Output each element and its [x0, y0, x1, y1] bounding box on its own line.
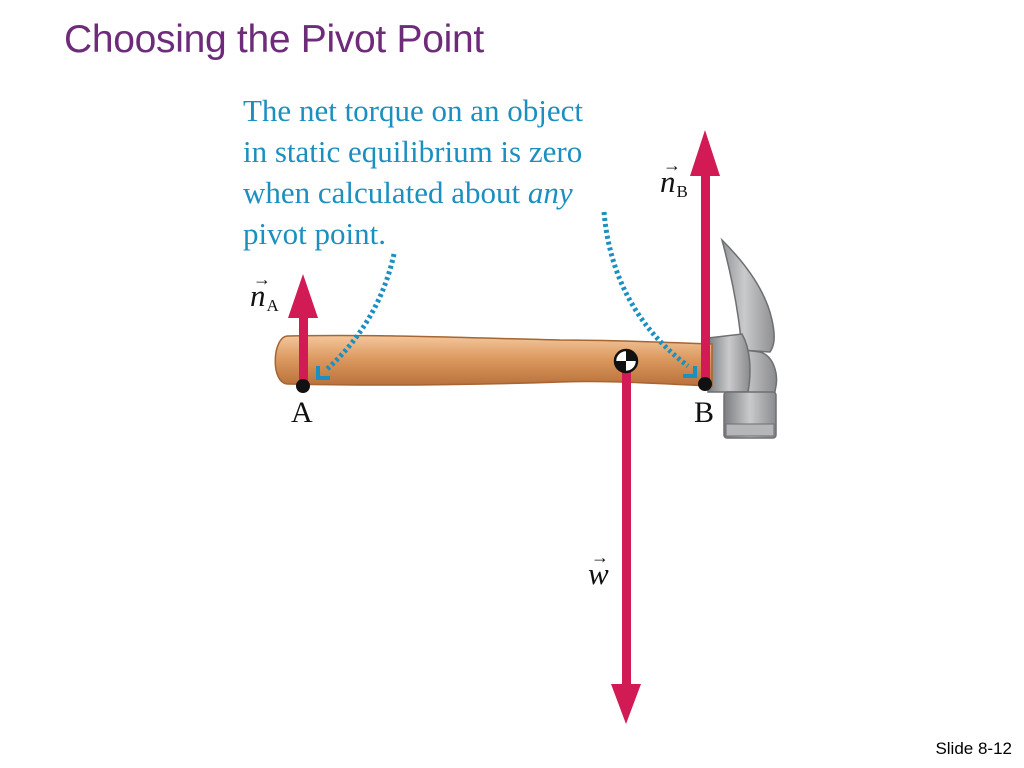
caption-line-3-text: when calculated about	[243, 175, 528, 210]
caption-line-1: The net torque on an object	[243, 93, 584, 128]
label-nB-symbol: n	[660, 164, 676, 199]
pivot-point-A	[296, 379, 310, 393]
pointer-to-A	[316, 253, 397, 380]
force-arrow-nB	[690, 130, 720, 384]
label-point-A: A	[291, 396, 313, 429]
caption-line-4: pivot point.	[243, 216, 386, 251]
caption-text: The net torque on an object in static eq…	[243, 90, 673, 254]
vector-arrow-icon: →	[591, 547, 609, 567]
hammer-handle	[274, 334, 713, 387]
label-nA-symbol: n	[250, 278, 266, 313]
caption-emphasis: any	[527, 175, 573, 210]
force-arrow-nA	[288, 274, 318, 384]
label-nB-subscript: B	[676, 182, 688, 201]
pivot-point-B	[698, 377, 712, 391]
pointer-to-B	[601, 211, 697, 378]
slide-title: Choosing the Pivot Point	[64, 18, 484, 61]
hammer-face-rim	[725, 423, 775, 437]
label-nA-subscript: A	[266, 296, 279, 315]
hammer-head	[707, 237, 778, 439]
label-point-B: B	[694, 396, 715, 429]
label-nA: →nA	[250, 269, 279, 316]
caption-line-2: in static equilibrium is zero	[243, 134, 583, 169]
center-of-mass-icon	[613, 348, 639, 374]
force-arrow-w	[611, 362, 641, 724]
slide-number: Slide 8-12	[935, 739, 1012, 758]
caption-line-3: when calculated about any	[243, 172, 673, 213]
vector-arrow-icon: →	[253, 269, 271, 289]
label-w-symbol: w	[588, 556, 609, 591]
label-w: →w	[588, 547, 609, 592]
vector-arrow-icon: →	[663, 155, 681, 175]
hammer-neck	[707, 333, 751, 393]
label-nB: →nB	[660, 155, 688, 202]
